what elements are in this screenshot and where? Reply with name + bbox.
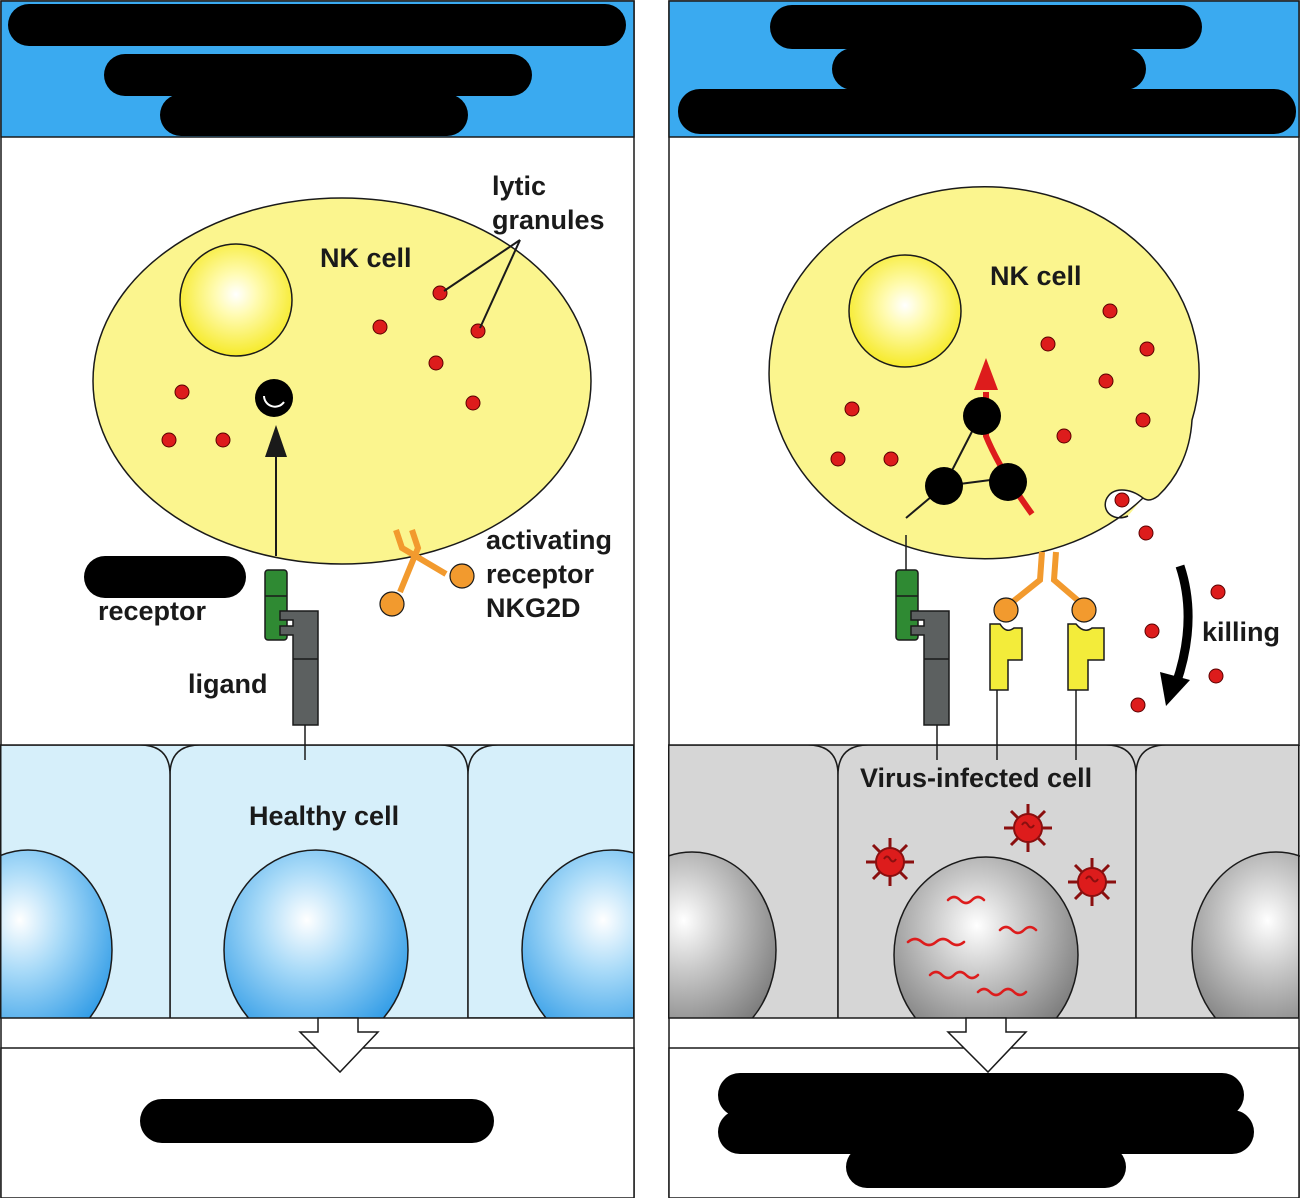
receptor-label: receptor <box>98 596 207 626</box>
right-outcome-redaction-1 <box>718 1073 1244 1117</box>
lytic-label-line1: lytic <box>492 171 546 201</box>
granule <box>215 432 231 448</box>
infected-cell-label: Virus-infected cell <box>860 763 1092 793</box>
signal-arrow-head <box>265 425 287 457</box>
infected-cell-nucleus <box>893 856 1079 1018</box>
granule <box>1130 697 1146 713</box>
nkg2d-receptor <box>993 551 1097 623</box>
virus-particle-icon <box>1004 804 1052 852</box>
released-granules <box>1114 492 1226 713</box>
neighbor-nucleus-left <box>668 851 777 1018</box>
granule <box>1210 584 1226 600</box>
granule <box>1135 412 1151 428</box>
right-header-redaction-2 <box>832 48 1146 90</box>
granule <box>432 285 448 301</box>
healthy-cell-nucleus <box>223 849 409 1018</box>
left-header-redaction-2 <box>104 54 532 96</box>
granule <box>1114 492 1130 508</box>
nk-cell-nucleus <box>179 243 293 357</box>
signaling-complex-icon <box>963 397 1001 435</box>
virus-particle-icon <box>866 838 914 886</box>
granule <box>1208 668 1224 684</box>
lytic-granules <box>830 303 1155 467</box>
right-outcome-arrow <box>946 1017 1028 1074</box>
lytic-label-line2: granules <box>492 205 605 235</box>
left-header-redaction-1 <box>8 4 626 46</box>
neighbor-nucleus-left <box>0 849 113 1018</box>
mhc-ligand <box>279 610 319 760</box>
granule <box>1056 428 1072 444</box>
inhibitory-receptor <box>264 569 288 641</box>
killing-label: killing <box>1202 617 1280 647</box>
signaling-complex-icon <box>989 463 1027 501</box>
nkg2d-receptor <box>379 529 475 617</box>
granule <box>830 451 846 467</box>
ligand-label: ligand <box>188 669 268 699</box>
healthy-cell-label: Healthy cell <box>249 801 399 831</box>
inhibitory-receptor <box>895 569 919 641</box>
granule <box>1139 341 1155 357</box>
granule <box>174 384 190 400</box>
activating-label-line2: receptor <box>486 559 595 589</box>
lytic-granules <box>161 285 486 448</box>
infected-tissue <box>668 745 1300 1018</box>
granule <box>844 401 860 417</box>
healthy-tissue <box>0 745 634 1018</box>
left-outcome-arrow <box>298 1017 380 1074</box>
nk-cell-label: NK cell <box>990 261 1082 291</box>
stress-ligand <box>989 623 1105 691</box>
activation-arrow-head <box>974 358 998 390</box>
virus-particle-icon <box>1068 858 1116 906</box>
receptor-label-redaction <box>84 556 246 598</box>
signaling-complex-icon <box>255 379 293 417</box>
viral-rna <box>906 895 1038 997</box>
granule <box>1144 623 1160 639</box>
granule <box>428 355 444 371</box>
right-header-redaction-3 <box>678 89 1296 134</box>
granule <box>161 432 177 448</box>
granule <box>1102 303 1118 319</box>
granule <box>470 323 486 339</box>
granule <box>1040 336 1056 352</box>
left-outcome-redaction <box>140 1099 494 1143</box>
right-panel: Virus-infected cell NK cell <box>668 0 1300 1198</box>
right-outcome-redaction-2 <box>718 1110 1254 1154</box>
granule-pointer-lines <box>443 239 521 329</box>
killing-arrow-head <box>1160 672 1190 706</box>
signaling-complex-icon <box>925 467 963 505</box>
granule <box>1098 373 1114 389</box>
nk-cell-label: NK cell <box>320 243 412 273</box>
nk-cell-nucleus <box>848 254 962 368</box>
granule <box>465 395 481 411</box>
right-header-redaction-1 <box>770 5 1202 49</box>
granule <box>372 319 388 335</box>
left-panel: Healthy cell NK cell lytic granules <box>0 0 635 1198</box>
activating-label-line3: NKG2D <box>486 593 581 623</box>
neighbor-nucleus-right <box>521 849 634 1018</box>
killing-arrow <box>1171 564 1193 686</box>
left-header-redaction-3 <box>160 94 468 136</box>
neighbor-nucleus-right <box>1191 851 1300 1018</box>
right-outcome-redaction-3 <box>846 1146 1126 1188</box>
activating-label-line1: activating <box>486 525 612 555</box>
mhc-ligand <box>910 610 950 760</box>
granule <box>883 451 899 467</box>
granule <box>1138 525 1154 541</box>
